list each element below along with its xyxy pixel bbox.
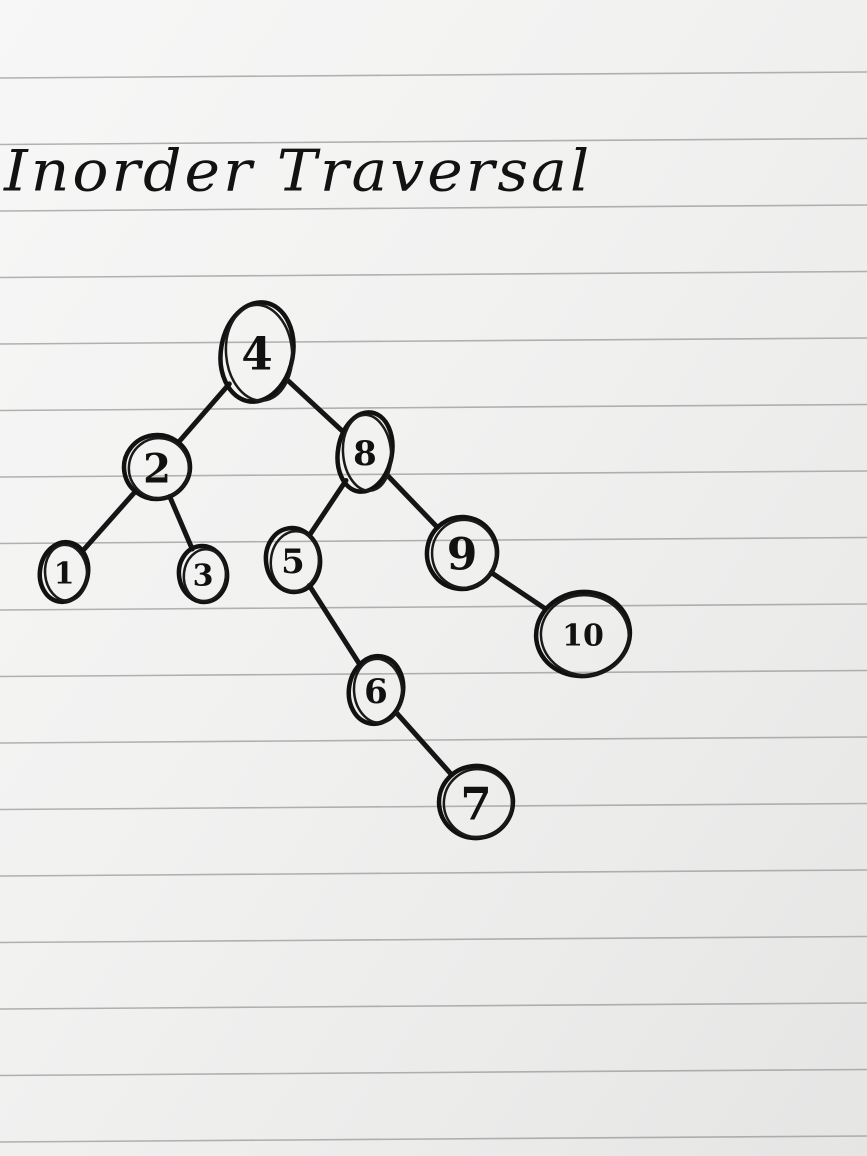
node-circle-overstroke [269,530,321,593]
tree-node-9: 9 [424,514,500,592]
node-circle-overstroke [182,548,228,603]
ruled-line [0,802,867,811]
tree-node-5: 5 [263,525,323,595]
node-circle-overstroke [224,303,294,402]
node-circle-overstroke [442,767,514,839]
node-label: 3 [193,559,214,594]
edge-8-5 [307,478,349,538]
node-label: 7 [460,778,491,831]
ruled-line [0,736,867,744]
ruled-line [0,1135,867,1143]
edge-4-2 [175,381,232,445]
tree-node-8: 8 [335,410,395,494]
node-label: 1 [54,557,75,592]
ruled-line [0,71,867,79]
node-label: 8 [353,434,377,474]
ruled-line [0,1068,867,1077]
node-label: 10 [562,619,604,654]
node-label: 4 [241,328,272,381]
ruled-line [0,869,867,877]
node-label: 5 [281,542,305,582]
ruled-line [0,204,867,212]
node-label: 6 [364,672,388,712]
ruled-line [0,270,867,279]
node-circle-overstroke [43,543,89,603]
edges-layer [79,377,548,778]
tree-node-2: 2 [121,432,193,502]
edge-6-7 [393,710,455,778]
node-circle-overstroke [341,413,393,492]
node-circle-overstroke [127,436,191,500]
ruled-line [0,337,867,345]
node-label: 9 [447,530,478,581]
node-circle-overstroke [430,518,498,590]
tree-node-3: 3 [176,543,230,605]
edge-2-1 [79,488,138,555]
page-title: Inorder Traversal [4,138,593,205]
tree-node-10: 10 [533,589,633,679]
node-circle-overstroke [352,657,404,725]
ruled-line [0,470,867,478]
edge-2-3 [167,494,195,552]
ruled-line [0,669,867,678]
tree-node-1: 1 [37,539,91,605]
node-circle-overstroke [539,593,631,677]
ruled-line [0,1002,867,1010]
ruled-line [0,137,867,146]
ruled-line [0,603,867,611]
edge-4-8 [284,377,345,434]
edge-8-9 [384,472,440,530]
ruled-line [0,935,867,944]
ruled-line [0,403,867,412]
tree-node-6: 6 [346,653,406,727]
node-label: 2 [143,446,171,493]
edge-5-6 [306,583,362,666]
tree-node-4: 4 [218,300,296,404]
nodes-layer: 4 2 1 3 8 5 6 7 9 10 [37,300,633,841]
tree-node-7: 7 [436,763,516,841]
edge-9-10 [488,570,548,612]
